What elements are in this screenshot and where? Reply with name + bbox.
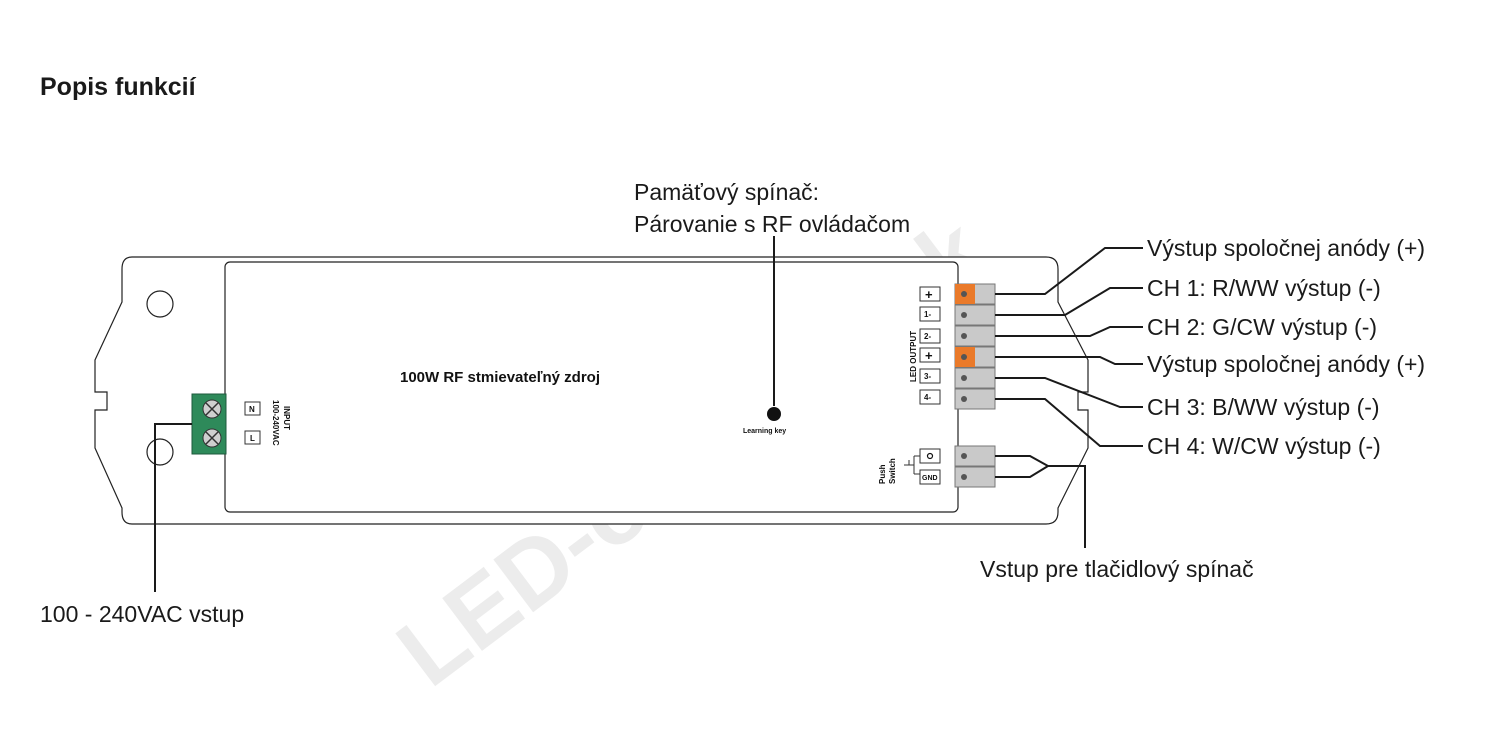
push-switch-label-line1: Push bbox=[878, 464, 887, 484]
output-terminal-label-ch3: 3- bbox=[924, 372, 931, 381]
input-terminal-n: N bbox=[249, 405, 255, 414]
callout-ch3: CH 3: B/WW výstup (-) bbox=[1147, 394, 1380, 420]
output-terminal-label-ch4: 4- bbox=[924, 393, 931, 402]
housing-top-panel bbox=[224, 261, 959, 513]
leader-ch4 bbox=[995, 398, 1143, 447]
learning-key-label: Learning key bbox=[743, 428, 786, 435]
push-switch-label-gnd: GND bbox=[922, 475, 938, 482]
output-terminal-label-anode-2: + bbox=[925, 348, 933, 363]
callout-anode-1: Výstup spoločnej anódy (+) bbox=[1147, 235, 1425, 261]
ac-input-leader bbox=[154, 423, 192, 592]
page-title: Popis funkcií bbox=[40, 73, 197, 101]
callout-anode-2: Výstup spoločnej anódy (+) bbox=[1147, 351, 1425, 377]
output-terminal-label-anode-1: + bbox=[925, 287, 933, 302]
input-label-line1: INPUT bbox=[282, 406, 291, 430]
product-label: 100W RF stmievateľný zdroj bbox=[400, 369, 600, 386]
mounting-hole-top bbox=[146, 290, 174, 318]
output-terminal-label-ch2: 2- bbox=[924, 332, 931, 341]
push-switch-label-line2: Switch bbox=[888, 458, 897, 484]
leader-ch2 bbox=[995, 326, 1143, 337]
leader-push-switch bbox=[1048, 465, 1086, 548]
led-output-label: LED OUTPUT bbox=[909, 331, 918, 382]
leader-push-switch-a bbox=[995, 455, 1049, 467]
output-terminal-label-ch1: 1- bbox=[924, 310, 931, 319]
callout-ch1: CH 1: R/WW výstup (-) bbox=[1147, 275, 1381, 301]
learning-key-callout-line2: Párovanie s RF ovládačom bbox=[634, 211, 910, 237]
output-terminal-block bbox=[954, 283, 996, 410]
ac-input-callout: 100 - 240VAC vstup bbox=[40, 601, 244, 627]
push-switch-callout: Vstup pre tlačidlový spínač bbox=[980, 556, 1254, 582]
learning-key-button[interactable] bbox=[767, 407, 781, 421]
mounting-hole-bottom bbox=[146, 438, 174, 466]
input-label-line2: 100-240VAC bbox=[271, 400, 280, 446]
push-switch-terminal-block bbox=[954, 445, 996, 488]
input-terminal-l: L bbox=[250, 434, 255, 443]
callout-ch2: CH 2: G/CW výstup (-) bbox=[1147, 314, 1377, 340]
push-switch-symbol-icon bbox=[904, 455, 920, 475]
callout-ch4: CH 4: W/CW výstup (-) bbox=[1147, 433, 1381, 459]
leader-ch1 bbox=[995, 287, 1143, 316]
input-terminal-block bbox=[191, 393, 227, 455]
leader-push-switch-b bbox=[995, 465, 1049, 478]
leader-anode-2 bbox=[995, 356, 1143, 365]
learning-key-callout-line1: Pamäťový spínač: bbox=[634, 179, 819, 205]
leader-anode-1 bbox=[995, 247, 1143, 295]
leader-ch3 bbox=[995, 377, 1143, 408]
push-switch-terminal-signal bbox=[926, 452, 934, 460]
